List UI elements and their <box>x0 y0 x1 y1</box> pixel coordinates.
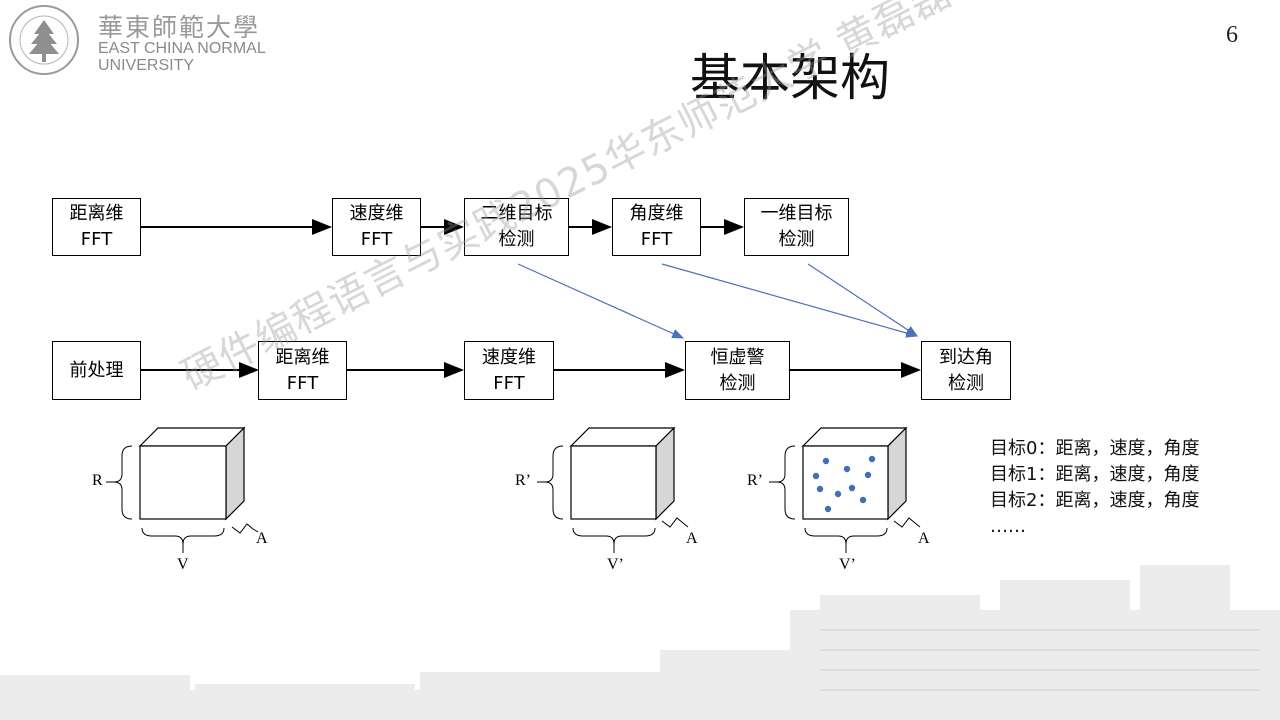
target-dot <box>843 465 851 473</box>
cube2-angle-label: A <box>686 530 698 547</box>
cube1-angle-label: A <box>256 530 268 547</box>
pine-tree-icon <box>29 20 59 62</box>
target-dot <box>859 496 867 504</box>
brace-bottom-1 <box>141 527 225 545</box>
box-2d-detection: 二维目标 检测 <box>464 198 569 256</box>
target-dot <box>812 472 820 480</box>
target-dot <box>816 485 824 493</box>
box-line: 角度维 <box>629 203 684 224</box>
brace-bottom-2 <box>572 527 656 545</box>
logo-chinese-name: 華東師範大學 <box>98 13 261 42</box>
box-range-fft-2: 距离维 FFT <box>258 341 347 400</box>
box-line: 检测 <box>498 229 535 250</box>
cube2-range-label: R’ <box>515 472 531 489</box>
target-dot <box>822 457 830 465</box>
target-dot <box>834 490 842 498</box>
box-line: FFT <box>80 229 113 250</box>
page-number: 6 <box>1226 22 1238 48</box>
box-line: 检测 <box>778 229 815 250</box>
target-dots <box>812 455 876 513</box>
box-line: 恒虚警 <box>710 346 765 368</box>
box-line: 速度维 <box>482 346 536 368</box>
target-list: 目标0：距离，速度，角度 目标1：距离，速度，角度 目标2：距离，速度，角度 …… <box>990 436 1199 540</box>
brace-left-2 <box>544 445 564 520</box>
brace-bottom-3 <box>804 527 888 545</box>
target-list-item: 目标1：距离，速度，角度 <box>990 464 1200 485</box>
slide-title: 基本架构 <box>690 49 890 107</box>
box-line: FFT <box>360 229 393 250</box>
target-dot <box>868 455 876 463</box>
brace-side-3 <box>893 517 916 528</box>
target-list-item: 目标2：距离，速度，角度 <box>990 490 1200 511</box>
brace-side-1 <box>231 523 254 534</box>
target-dot <box>864 471 872 479</box>
brace-left-3 <box>776 445 796 520</box>
cube3-range-label: R’ <box>747 472 763 489</box>
box-line: FFT <box>640 229 673 250</box>
cube3-velocity-label: V’ <box>839 556 856 573</box>
target-dot <box>824 505 832 513</box>
blue-arrow-1d-to-doa <box>807 263 919 337</box>
cube2-velocity-label: V’ <box>607 556 624 573</box>
cube1-velocity-label: V <box>177 556 189 573</box>
box-angle-fft: 角度维 FFT <box>612 198 701 256</box>
data-cube-2 <box>569 426 676 521</box>
box-cfar-detection: 恒虚警 检测 <box>685 341 790 400</box>
box-line: FFT <box>493 372 525 394</box>
data-cube-3 <box>801 426 908 521</box>
target-dot <box>848 484 856 492</box>
box-line: 前处理 <box>69 359 124 381</box>
brace-left-1 <box>113 445 133 520</box>
box-line: FFT <box>286 372 319 394</box>
logo-english-line1: EAST CHINA NORMAL <box>98 40 266 57</box>
box-line: 到达角 <box>939 346 993 368</box>
logo-english-name: EAST CHINA NORMAL UNIVERSITY <box>98 40 266 74</box>
box-velocity-fft: 速度维 FFT <box>332 198 421 256</box>
box-line: 速度维 <box>349 203 404 224</box>
logo-english-line2: UNIVERSITY <box>98 57 195 74</box>
cube1-range-label: R <box>92 472 103 489</box>
target-list-ellipsis: …… <box>990 516 1026 537</box>
box-line: 检测 <box>948 372 984 394</box>
blue-arrow-2d-to-cfar <box>517 263 685 339</box>
box-range-fft: 距离维 FFT <box>52 198 141 256</box>
box-line: 距离维 <box>275 346 330 368</box>
brace-side-2 <box>661 517 684 528</box>
target-list-item: 目标0：距离，速度，角度 <box>990 438 1200 459</box>
cube3-angle-label: A <box>918 530 930 547</box>
box-doa-detection: 到达角 检测 <box>921 341 1011 400</box>
box-line: 二维目标 <box>480 203 553 224</box>
box-line: 距离维 <box>69 203 124 224</box>
box-1d-detection: 一维目标 检测 <box>744 198 849 256</box>
box-velocity-fft-2: 速度维 FFT <box>464 341 554 400</box>
data-cube-1 <box>138 426 246 521</box>
box-line: 一维目标 <box>760 203 833 224</box>
box-line: 检测 <box>719 372 756 394</box>
blue-arrow-angle-to-doa <box>661 263 919 338</box>
box-preprocessing: 前处理 <box>52 341 141 400</box>
